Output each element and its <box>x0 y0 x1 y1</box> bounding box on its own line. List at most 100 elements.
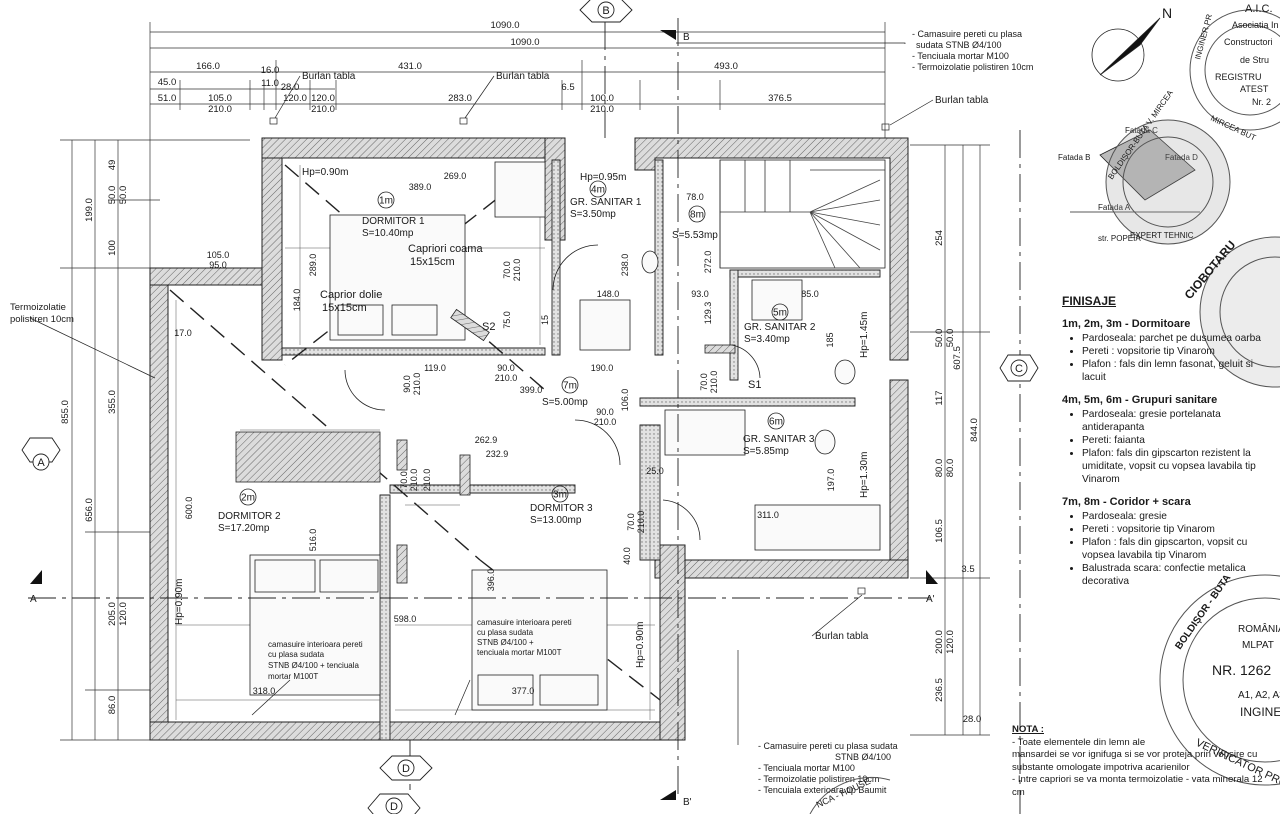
dim-inner: 389.0 <box>409 182 432 192</box>
axis-letter: A <box>37 457 45 469</box>
room-number-circle <box>589 180 607 198</box>
label-s2: S2 <box>482 321 495 333</box>
dim-left: 205.0 <box>107 602 118 626</box>
dim-right: 28.0 <box>963 714 982 725</box>
room-number-circle <box>551 485 569 503</box>
top-dimension-values: 1090.0 1090.0 166.0 431.0 493.0 45.0 16.… <box>158 20 792 115</box>
finisaje-item: Pereti : vopsitorie tip Vinarom <box>1082 345 1277 358</box>
door-dorm3 <box>574 419 621 466</box>
dim-right: 80.0 <box>945 459 956 478</box>
stamp-ciobotaru <box>1199 236 1280 388</box>
nota-line: - Toate elementele din lemn ale <box>1012 736 1146 748</box>
finisaje-group-coridor: 7m, 8m - Coridor + scara Pardoseala: gre… <box>1062 496 1277 588</box>
furniture <box>235 161 881 711</box>
stamp-text: ATEST <box>1240 84 1269 94</box>
label-hp-bath1: Hp=0.95m <box>580 172 626 183</box>
dim-right: 50.0 <box>934 329 945 348</box>
finisaje-item: Pardoseala: gresie <box>1082 510 1277 523</box>
dim-right: 117 <box>934 390 945 405</box>
dim-right: 254 <box>934 230 945 246</box>
axis-letter: B <box>602 5 609 17</box>
dim-inner: 70.0 <box>699 373 709 391</box>
dim-inner: 210.0 <box>412 373 422 396</box>
label-capriori: Capriori coama <box>408 243 483 255</box>
label-fatada-b: Fatada B <box>1058 153 1090 162</box>
dim-top: 210.0 <box>311 104 335 115</box>
door-bath3 <box>662 499 701 541</box>
stamp-text: MLPAT <box>1242 640 1274 651</box>
note-line: camasuire interioara pereti <box>477 618 572 627</box>
dim-top: 11.0 <box>261 78 279 89</box>
nota-block: NOTA : - Toate elementele din lemn ale m… <box>1012 724 1276 799</box>
finisaje-item: Plafon: fals din gipscarton rezistent la… <box>1082 447 1277 486</box>
note-line: - Tenciuala mortar M100 <box>758 763 855 773</box>
pillow <box>254 559 316 593</box>
stamp-round <box>1105 119 1231 245</box>
dim-inner: 15 <box>540 315 550 325</box>
dim-inner: 516.0 <box>308 529 318 552</box>
door-bath1 <box>552 244 599 291</box>
right-dimension-values: 254 607.5 844.0 50.0 50.0 117 80.0 80.0 … <box>934 230 981 725</box>
axis-letter: D <box>390 801 398 813</box>
wall-dorm3-top <box>389 484 576 494</box>
dim-inner: 148.0 <box>597 289 620 299</box>
dim-top: 210.0 <box>590 104 614 115</box>
wall-bath2-left <box>729 269 739 381</box>
dim-inner: 210.0 <box>636 511 646 534</box>
label-hp-bath3: Hp=1.30m <box>859 452 870 498</box>
axis-bubbles <box>21 0 1039 819</box>
label-street: str. POPEIA <box>1098 234 1141 243</box>
wall-sdormitor <box>261 157 283 361</box>
shower-1 <box>494 161 546 218</box>
nota-line: - Intre capriori se va monta termoizolat… <box>1012 774 1263 798</box>
dim-inner: 78.0 <box>686 192 704 202</box>
note-line: cu plasa sudata <box>268 650 325 659</box>
label-hp-top: Hp=0.90m <box>302 167 348 178</box>
room-number: 2m <box>241 493 255 504</box>
note-bottom: - Camasuire pereti cu plasa sudata STNB … <box>758 741 898 795</box>
vent <box>704 344 736 354</box>
dim-right: 106.5 <box>934 519 945 543</box>
dim-inner: 129.3 <box>703 302 713 325</box>
dim-inner: 119.0 <box>424 363 446 373</box>
stamp-text: de Stru <box>1240 55 1269 65</box>
dim-right: 200.0 <box>934 630 945 654</box>
finisaje-item: Plafon : fals din lemn fasonat, geluit s… <box>1082 358 1277 384</box>
axis-bubble-a <box>21 437 61 463</box>
stamp-text: EXPERT TEHNIC <box>1130 231 1194 240</box>
doors <box>344 244 761 541</box>
stair-structure <box>719 159 886 269</box>
label-caprior-size: 15x15cm <box>322 302 367 314</box>
wall-bath3-top <box>639 397 856 407</box>
leader-lines <box>29 42 934 745</box>
dim-left: 100 <box>107 240 118 256</box>
dim-inner: 197.0 <box>826 469 836 492</box>
finisaje-group-title: 4m, 5m, 6m - Grupuri sanitare <box>1062 394 1218 406</box>
section-label-a: A <box>30 594 37 605</box>
north-letter: N <box>1162 5 1172 21</box>
label-capriori-size: 15x15cm <box>410 256 455 268</box>
stamp-text: ROMÂNIA <box>1238 622 1280 635</box>
dim-inner: 311.0 <box>757 510 779 520</box>
dim-inner: 210.0 <box>495 373 518 383</box>
room-name: DORMITOR 1 <box>362 216 425 227</box>
dim-inner: 289.0 <box>308 254 318 277</box>
dim-left: 86.0 <box>107 696 118 715</box>
section-labels: A A' B B' <box>30 32 935 808</box>
dim-inner: 272.0 <box>703 251 713 274</box>
wall-bath3 <box>639 424 661 561</box>
dim-inner: 184.0 <box>292 289 302 312</box>
dim-inner: 75.0 <box>502 311 512 329</box>
pillow <box>319 559 379 593</box>
note-line: sudata STNB Ø4/100 <box>916 40 1002 50</box>
toilet-3 <box>814 429 836 455</box>
room-area: S=13.00mp <box>530 515 582 526</box>
label-caprior-dolie: Caprior dolie <box>320 289 382 301</box>
dim-inner: 106.0 <box>620 389 630 412</box>
dim-top: 493.0 <box>714 61 738 72</box>
dim-inner: 600.0 <box>184 497 194 520</box>
dim-top: 120.0 <box>283 93 307 104</box>
dim-top: 51.0 <box>158 93 177 104</box>
dim-top: 1090.0 <box>490 20 519 31</box>
dim-right: 50.0 <box>945 329 956 348</box>
